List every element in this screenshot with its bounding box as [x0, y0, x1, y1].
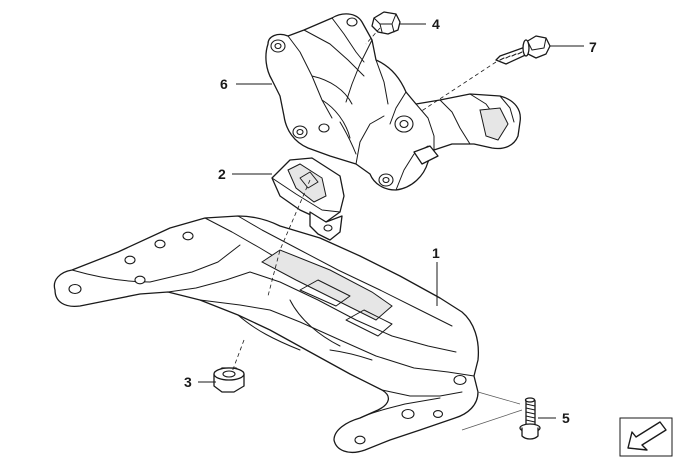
callout-4: 4: [400, 16, 440, 32]
mount-hole: [453, 374, 467, 386]
flange-bolt-part[interactable]: [519, 397, 541, 440]
callout-label-3: 3: [184, 374, 192, 390]
mount-hole: [134, 275, 146, 285]
mount-hole: [401, 408, 415, 420]
mount-hole: [154, 239, 166, 249]
crossmember-part[interactable]: [53, 215, 480, 454]
mount-hole: [68, 283, 82, 295]
callout-5: 5: [538, 410, 570, 426]
callout-label-7: 7: [589, 39, 597, 55]
mount-hole: [432, 410, 444, 418]
mount-hole: [354, 435, 366, 445]
assembly-guide-lines: [231, 27, 523, 431]
callout-1: 1: [432, 245, 440, 306]
callout-label-6: 6: [220, 76, 228, 92]
callout-label-1: 1: [432, 245, 440, 261]
forward-arrow-icon: [619, 417, 673, 457]
hex-nut-part[interactable]: [371, 11, 401, 35]
hex-bolt-part[interactable]: [495, 35, 551, 65]
callout-label-2: 2: [218, 166, 226, 182]
callout-7: 7: [550, 39, 597, 55]
flange-nut-part[interactable]: [213, 367, 245, 393]
mount-hole: [182, 231, 194, 241]
callout-6: 6: [220, 76, 272, 92]
callout-label-4: 4: [432, 16, 440, 32]
mount-hole: [124, 255, 136, 265]
callout-2: 2: [218, 166, 272, 182]
callout-label-5: 5: [562, 410, 570, 426]
transmission-bracket-part[interactable]: [265, 13, 521, 191]
callout-3: 3: [184, 374, 216, 390]
rubber-mount-part[interactable]: [271, 157, 345, 241]
